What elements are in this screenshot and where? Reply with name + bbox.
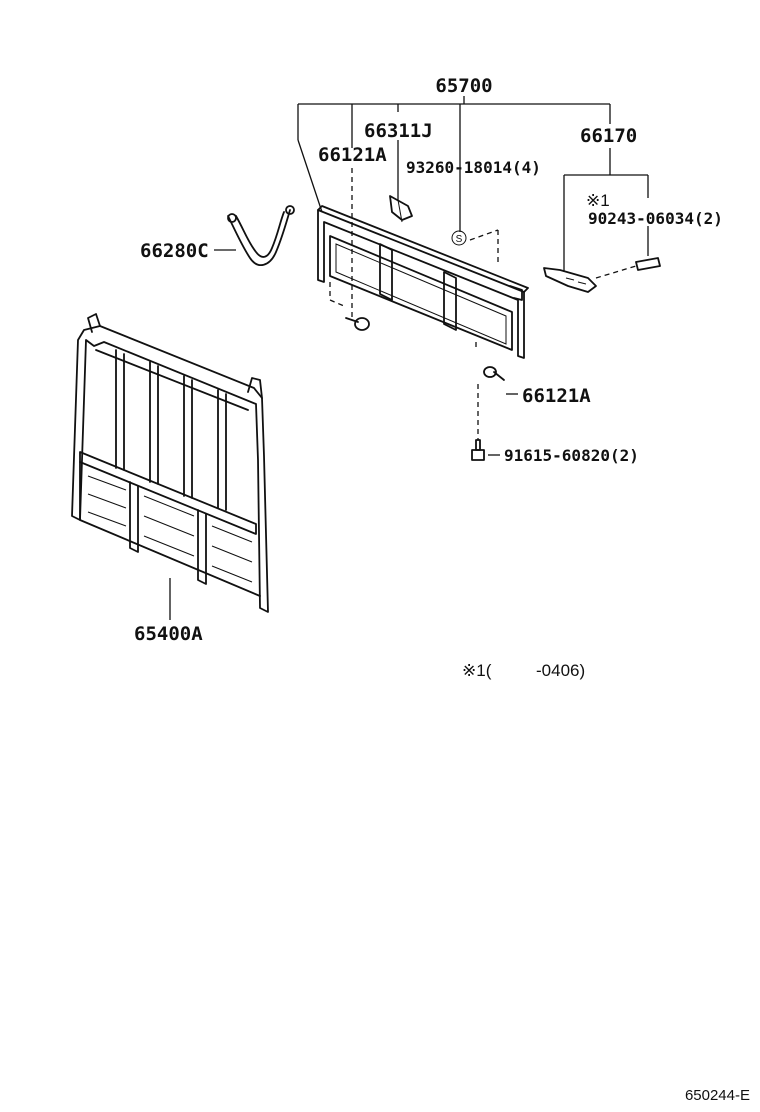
rack-65400A <box>71 313 269 620</box>
leader-93260 <box>469 229 499 262</box>
strap-66280C <box>227 205 295 266</box>
leader-lines-65700 <box>297 96 611 232</box>
screw-symbol-icon <box>451 230 467 246</box>
label-66311J: 66311J <box>364 120 433 142</box>
footnote-mark: ※1( <box>462 661 492 680</box>
bracket-66170 <box>543 267 597 293</box>
bolt-66121A-top <box>345 317 370 331</box>
label-91615: 91615-60820(2) <box>504 446 639 465</box>
label-66121A-top: 66121A <box>318 144 387 166</box>
leader-66170 <box>563 148 649 279</box>
label-note-mark: ※1 <box>586 191 610 210</box>
bolt-66121A-lower <box>477 366 518 440</box>
label-66280C: 66280C <box>140 240 209 262</box>
pin-90243 <box>635 257 661 271</box>
label-93260: 93260-18014(4) <box>406 158 541 177</box>
label-66170: 66170 <box>580 125 637 147</box>
label-90243: 90243-06034(2) <box>588 209 723 228</box>
label-65700: 65700 <box>435 75 492 97</box>
label-66121A-lower: 66121A <box>522 385 591 407</box>
label-65400A: 65400A <box>134 623 203 645</box>
clip-66311J <box>389 195 413 223</box>
footnote-range: -0406) <box>536 661 585 680</box>
screw-91615 <box>471 439 500 461</box>
drawing-id: 650244-E <box>685 1087 750 1104</box>
screw-symbol-text: S <box>456 234 463 245</box>
tailgate-panel-65700: S <box>317 205 529 359</box>
